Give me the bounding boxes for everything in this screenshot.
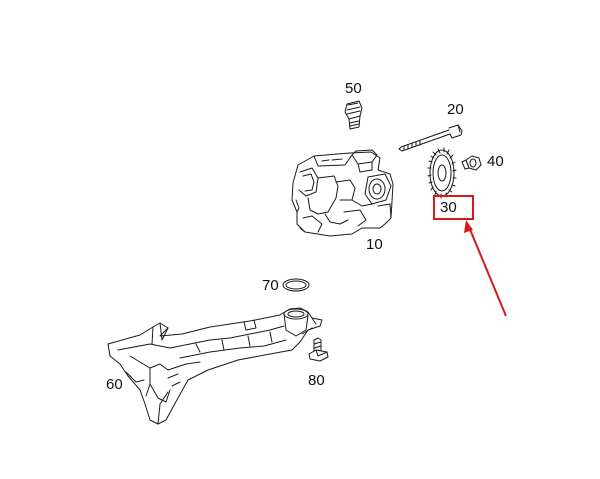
- part-80-screw[interactable]: [308, 337, 329, 362]
- part-70-o-ring[interactable]: [282, 278, 310, 292]
- callout-40[interactable]: 40: [487, 153, 504, 170]
- red-arrow-icon: [464, 220, 507, 317]
- callout-10[interactable]: 10: [366, 236, 383, 253]
- part-10-oil-pump[interactable]: [291, 149, 394, 237]
- highlight-box: [433, 195, 474, 220]
- part-20-bolt[interactable]: [398, 124, 463, 152]
- part-60-suction-pipe[interactable]: [107, 307, 323, 425]
- callout-80[interactable]: 80: [308, 372, 325, 389]
- callout-50[interactable]: 50: [345, 80, 362, 97]
- part-30-sprocket[interactable]: [427, 147, 457, 199]
- part-50-plug[interactable]: [344, 100, 363, 130]
- callout-60[interactable]: 60: [106, 376, 123, 393]
- callout-20[interactable]: 20: [447, 101, 464, 118]
- callout-70[interactable]: 70: [262, 277, 279, 294]
- callout-30[interactable]: 30: [440, 199, 457, 216]
- part-40-nut[interactable]: [461, 155, 482, 171]
